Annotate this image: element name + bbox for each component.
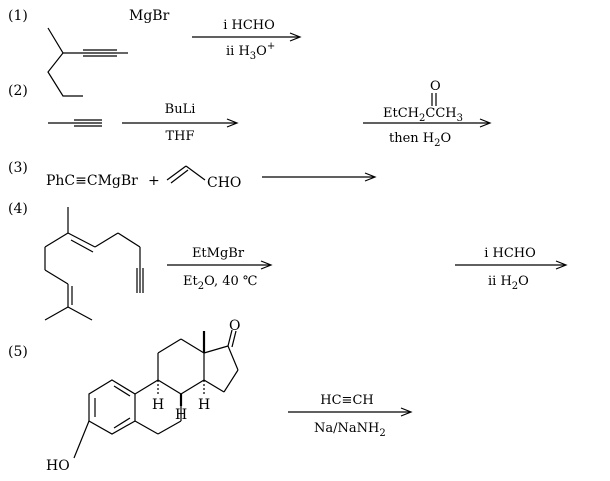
reagent-2b-bottom: then H2O [389,131,451,149]
reagent-5-bottom: Na/NaNH2 [314,421,386,439]
reaction-5: (5) [8,318,413,474]
reaction-1: (1) MgBr i HCHO ii H3O+ [8,8,302,97]
terminal-alkyne-4 [136,268,144,293]
ketone-oxygen: O [229,318,240,334]
aldehyde-group: CHO [207,175,241,191]
triple-bond-1 [83,49,117,57]
stereo-hydrogen-8: H [175,407,187,423]
arrow-4a [167,260,273,270]
phenylethynyl-grignard: PhC≡CMgBr [46,173,138,189]
reagent-1-top: i HCHO [223,18,275,33]
plus-sign: + [148,173,160,189]
label-4: (4) [8,201,28,217]
label-3: (3) [8,160,28,176]
arrow-3 [262,172,377,182]
reagent-4a-bottom: Et2O, 40 ℃ [183,274,257,292]
reagent-4a-top: EtMgBr [192,246,245,261]
reagent-4b-bottom: ii H2O [488,274,529,292]
reagent-5-top: HC≡CH [320,393,373,408]
arrow-2b [363,118,492,128]
estrone-skeleton [73,329,239,459]
reagent-2a-bottom: THF [165,129,194,144]
arrow-5 [288,407,413,417]
triple-bond-2 [74,119,102,127]
carbonyl-double-bond-2 [431,93,437,106]
reaction-2: (2) BuLi THF O EtCH2CCH3 then H2O [8,79,492,149]
reagent-4b-top: i HCHO [484,246,536,261]
reaction-4: (4) EtMgBr Et2O, 40 ℃ i HCHO [8,201,568,321]
arrow-4b [455,260,568,270]
hydroxyl-group: HO [46,458,70,474]
carbonyl-oxygen-2: O [430,79,441,94]
acrolein [166,165,206,184]
stereo-hydrogen-14: H [198,397,210,413]
alkyl-chain-1 [47,27,83,97]
reaction-3: (3) PhC≡CMgBr + CHO [8,160,377,191]
arrow-2a [122,118,239,128]
magnesium-bromide-group-1: MgBr [129,8,170,24]
label-2: (2) [8,83,28,99]
label-5: (5) [8,344,28,360]
label-1: (1) [8,8,28,24]
arrow-1 [192,32,302,42]
stereo-hydrogen-9: H [152,397,164,413]
reagent-1-bottom: ii H3O+ [226,41,275,62]
terpene-alkyne-skeleton [44,207,141,321]
reagent-2a-top: BuLi [165,102,196,117]
reagent-2b-top: EtCH2CCH3 [383,106,463,124]
